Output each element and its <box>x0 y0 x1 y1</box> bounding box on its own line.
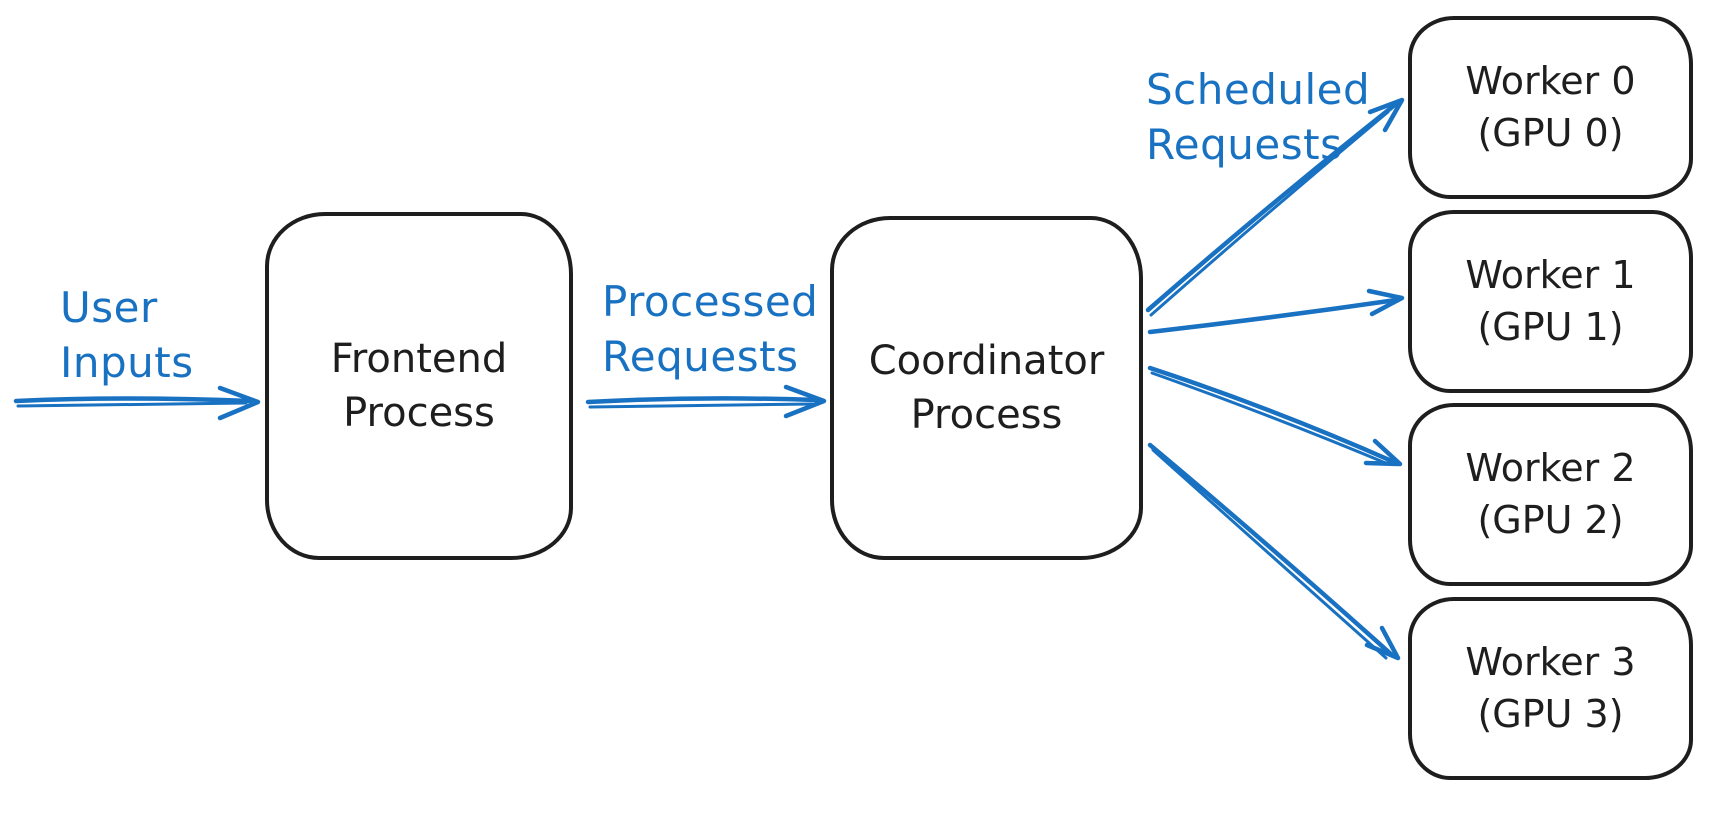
worker-node-3: Worker 3 (GPU 3) <box>1408 597 1693 780</box>
scheduled-requests-label: Scheduled Requests <box>1146 62 1370 173</box>
frontend-process-label: Frontend Process <box>331 332 508 440</box>
scheduled-requests-line2: Requests <box>1146 120 1343 170</box>
processed-requests-line1: Processed <box>602 277 819 326</box>
scheduled-requests-line1: Scheduled <box>1146 65 1371 114</box>
scheduled-arrow-worker2 <box>1147 365 1403 467</box>
user-inputs-line1: User <box>60 283 158 332</box>
worker-node-0: Worker 0 (GPU 0) <box>1408 16 1693 199</box>
worker-1-label: Worker 1 (GPU 1) <box>1465 250 1635 353</box>
user-inputs-label: User Inputs <box>60 280 194 391</box>
worker-1-name: Worker 1 <box>1465 253 1636 298</box>
worker-node-2: Worker 2 (GPU 2) <box>1408 403 1693 586</box>
worker-3-label: Worker 3 (GPU 3) <box>1465 637 1635 740</box>
frontend-label-line2: Process <box>343 390 495 436</box>
scheduled-arrow-worker0 <box>1145 97 1405 317</box>
worker-0-gpu: (GPU 0) <box>1477 110 1624 155</box>
worker-2-gpu: (GPU 2) <box>1477 497 1624 542</box>
coordinator-process-node: Coordinator Process <box>830 216 1143 560</box>
user-inputs-arrow <box>13 385 261 421</box>
scheduled-arrow-worker1 <box>1147 288 1405 335</box>
worker-0-name: Worker 0 <box>1465 59 1636 104</box>
frontend-process-node: Frontend Process <box>265 212 573 560</box>
worker-3-gpu: (GPU 3) <box>1477 691 1624 736</box>
worker-2-name: Worker 2 <box>1465 446 1636 491</box>
frontend-label-line1: Frontend <box>330 336 508 382</box>
scheduled-arrow-worker3 <box>1147 442 1401 661</box>
worker-node-1: Worker 1 (GPU 1) <box>1408 210 1693 393</box>
coordinator-process-label: Coordinator Process <box>869 334 1105 442</box>
coordinator-label-line1: Coordinator <box>868 338 1105 384</box>
coordinator-label-line2: Process <box>910 392 1063 438</box>
user-inputs-line2: Inputs <box>60 338 194 388</box>
processed-requests-line2: Requests <box>602 332 799 382</box>
worker-1-gpu: (GPU 1) <box>1477 304 1624 349</box>
processed-requests-arrow <box>585 384 827 419</box>
worker-2-label: Worker 2 (GPU 2) <box>1465 443 1635 546</box>
processed-requests-label: Processed Requests <box>602 274 818 385</box>
worker-0-label: Worker 0 (GPU 0) <box>1465 56 1635 159</box>
worker-3-name: Worker 3 <box>1465 640 1636 685</box>
